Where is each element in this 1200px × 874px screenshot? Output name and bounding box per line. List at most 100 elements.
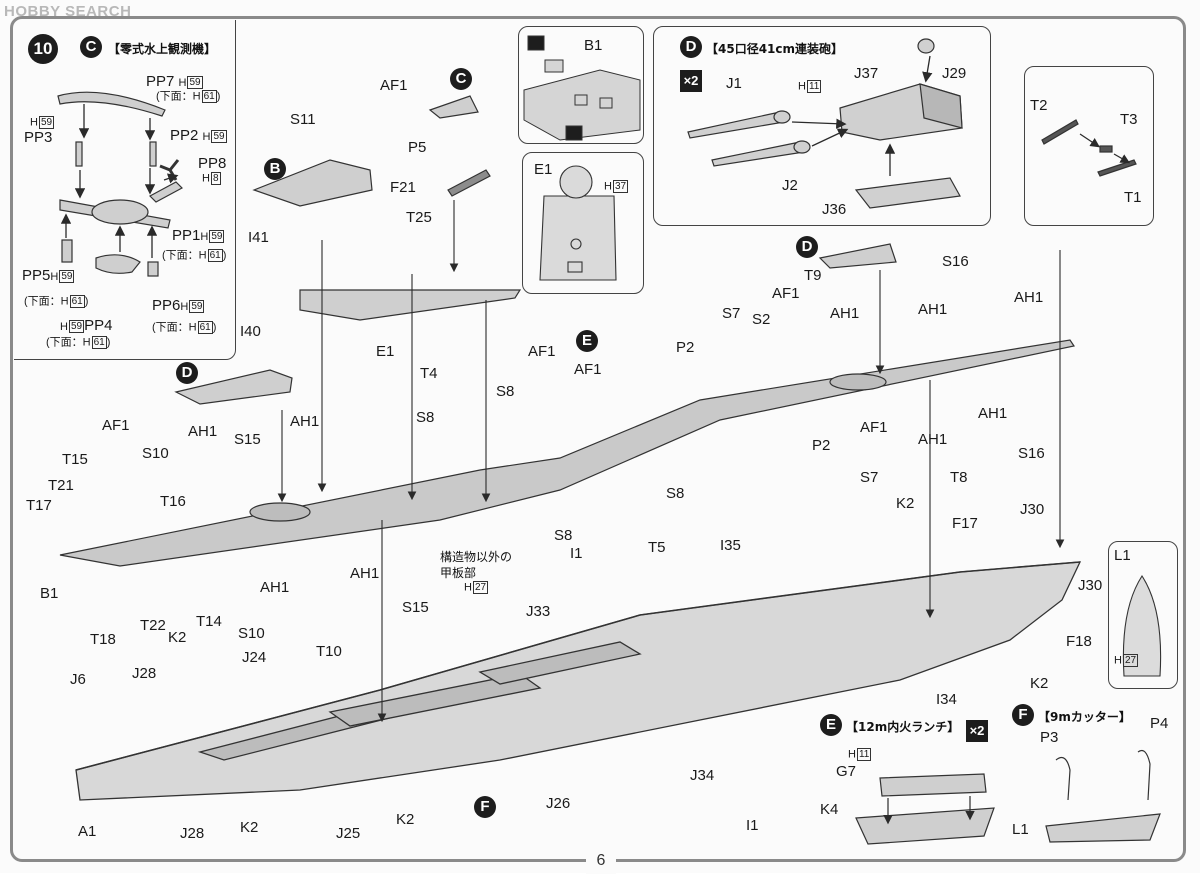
pp2-hnum: 59 (211, 129, 227, 143)
marker-c-box: C (80, 36, 102, 58)
label-t3: T3 (1120, 111, 1138, 128)
step-number-badge: 10 (28, 34, 58, 64)
pp7-under-pre: (下面： (156, 90, 193, 103)
l1-hnum: 27 (1122, 654, 1139, 667)
label-j6: J6 (70, 671, 86, 688)
pp6-under-pre: (下面： (152, 321, 189, 334)
pp5-text: PP5 (22, 267, 51, 284)
label-k2-c: K2 (168, 629, 187, 646)
label-g7: G7 (836, 763, 857, 780)
label-t8: T8 (950, 469, 968, 486)
marker-d-fwd: D (176, 362, 198, 384)
l1-h: H (1114, 654, 1122, 667)
pp6-h: H (180, 301, 189, 313)
marker-f-box: F (1012, 704, 1034, 726)
e1-detail-art (539, 165, 617, 281)
label-b1-bow: B1 (40, 585, 59, 602)
pp7-h: H (178, 77, 187, 89)
pp8-h: H (202, 172, 210, 185)
turret-box (653, 26, 991, 226)
label-i35: I35 (720, 537, 741, 554)
pp6-under-num: 61 (197, 321, 213, 334)
aa-detail-box (518, 26, 644, 144)
x2-badge-launch: ×2 (966, 720, 988, 742)
pp6-text: PP6 (152, 297, 181, 314)
label-j30-a: J30 (1020, 501, 1045, 518)
label-af1-mid2: AF1 (574, 361, 602, 378)
label-t22: T22 (140, 617, 166, 634)
label-f18: F18 (1066, 633, 1092, 650)
label-ah1-fwd2: AH1 (290, 413, 320, 430)
label-p4: P4 (1150, 715, 1169, 732)
label-s10-bottom: S10 (238, 625, 265, 642)
deck-note-h-num: 27 (472, 581, 489, 594)
turret-arrows (791, 55, 933, 176)
label-t17: T17 (26, 497, 52, 514)
pp5-hnum: 59 (59, 269, 75, 283)
pp2-text: PP2 (170, 127, 199, 144)
label-s8-d: S8 (554, 527, 573, 544)
label-k2-e: K2 (396, 811, 415, 828)
pp4-text: PP4 (84, 317, 113, 334)
label-af1-fwd: AF1 (102, 417, 130, 434)
label-s7-a: S7 (722, 305, 741, 322)
pp7-under-h: H (192, 90, 201, 103)
marker-c-aircraft: C (450, 68, 472, 90)
pp5-under-h: H (60, 295, 69, 308)
label-l1-box: L1 (1114, 547, 1131, 564)
seaplane-body (59, 141, 183, 277)
label-a1: A1 (78, 823, 97, 840)
label-s11: S11 (290, 111, 316, 128)
label-ah1-aft3: AH1 (1014, 289, 1044, 306)
pp1-under-h: H (198, 249, 207, 262)
launch-art (855, 773, 995, 845)
marker-b: B (264, 158, 286, 180)
label-s8-b: S8 (416, 409, 435, 426)
label-k2-b: K2 (1030, 675, 1049, 692)
label-j25: J25 (336, 825, 361, 842)
marker-d-aft: D (796, 236, 818, 258)
label-e1-main: E1 (376, 343, 395, 360)
pp7-under-num: 61 (201, 90, 217, 103)
aa-detail-art (523, 35, 641, 141)
pp1-h: H (200, 231, 209, 243)
label-s7-b: S7 (860, 469, 879, 486)
launch-hnum: 11 (856, 748, 872, 761)
pp4-hnum: 59 (68, 319, 85, 333)
label-ah1-fwd1: AH1 (188, 423, 218, 440)
label-pp8: PP8 (198, 155, 227, 172)
pp1-under-suf: ) (222, 249, 227, 262)
label-i1-bottom: I1 (746, 817, 759, 834)
seaplane-wing-upper (57, 91, 166, 117)
label-t4: T4 (420, 365, 438, 382)
pp4-under-num: 61 (91, 336, 107, 349)
deck-note-h-prefix: H (464, 581, 472, 594)
seaplane-title: 【零式水上観測機】 (108, 42, 217, 56)
label-j37: J37 (854, 65, 879, 82)
pp1-under-num: 61 (207, 249, 223, 262)
label-t5: T5 (648, 539, 666, 556)
label-af1-aft: AF1 (772, 285, 800, 302)
pp4-under-suf: ) (106, 336, 111, 349)
j1-h: H (798, 80, 806, 93)
label-af1-mid1: AF1 (528, 343, 556, 360)
label-s16-top: S16 (942, 253, 969, 270)
label-i40: I40 (240, 323, 261, 340)
pp7-hnum: 59 (187, 75, 203, 89)
pp7-under-suf: ) (216, 90, 221, 103)
t-parts-box (1024, 66, 1154, 226)
label-t9: T9 (804, 267, 822, 284)
page-number: 6 (586, 852, 616, 874)
marker-d-box: D (680, 36, 702, 58)
x2-badge-turret: ×2 (680, 70, 702, 92)
